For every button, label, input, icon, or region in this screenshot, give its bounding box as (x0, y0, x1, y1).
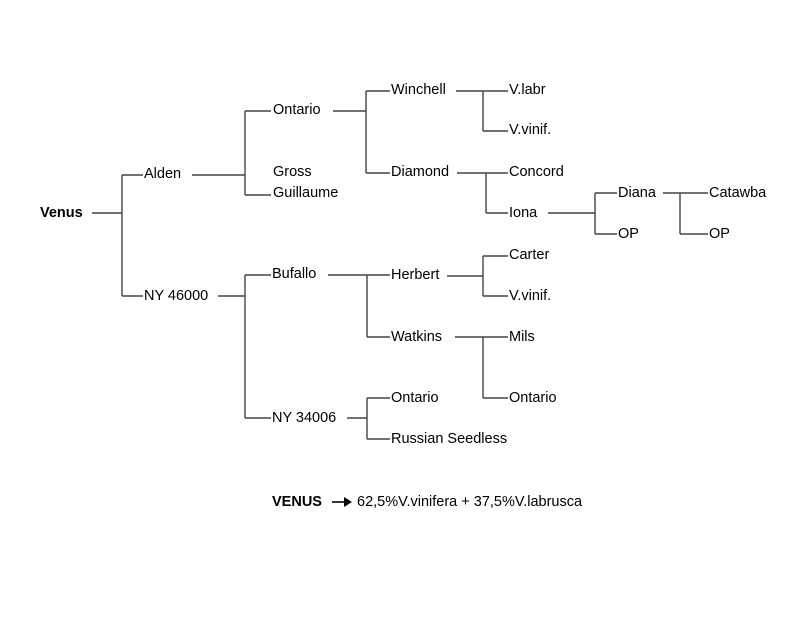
node-watkins: Watkins (391, 329, 442, 345)
node-alden: Alden (144, 166, 181, 182)
summary-composition: 62,5%V.vinifera + 37,5%V.labrusca (357, 494, 583, 510)
node-mils: Mils (509, 329, 535, 345)
node-ontario: Ontario (273, 102, 321, 118)
node-catawba: Catawba (709, 185, 767, 201)
node-vvinif: V.vinif. (509, 288, 551, 304)
node-winchell: Winchell (391, 82, 446, 98)
node-op: OP (618, 226, 639, 242)
node-vvinif: V.vinif. (509, 122, 551, 138)
node-ny46000: NY 46000 (144, 288, 208, 304)
node-iona: Iona (509, 205, 538, 221)
node-carter: Carter (509, 247, 549, 263)
summary-name: VENUS (272, 494, 322, 510)
node-diamond: Diamond (391, 164, 449, 180)
node-concord: Concord (509, 164, 564, 180)
connector-lines (92, 90, 708, 440)
node-ny34006: NY 34006 (272, 410, 336, 426)
node-ontario: Ontario (509, 390, 557, 406)
node-venus: Venus (40, 205, 83, 221)
node-guillaume: Guillaume (273, 185, 338, 201)
node-op: OP (709, 226, 730, 242)
summary: VENUS 62,5%V.vinifera + 37,5%V.labrusca (272, 494, 583, 510)
right-arrow-icon (332, 497, 352, 507)
node-gross: Gross (273, 164, 312, 180)
node-vlabr: V.labr (509, 82, 546, 98)
node-herbert: Herbert (391, 267, 439, 283)
node-ontario: Ontario (391, 390, 439, 406)
node-russian-seedless: Russian Seedless (391, 431, 507, 447)
node-bufallo: Bufallo (272, 266, 316, 282)
node-diana: Diana (618, 185, 657, 201)
